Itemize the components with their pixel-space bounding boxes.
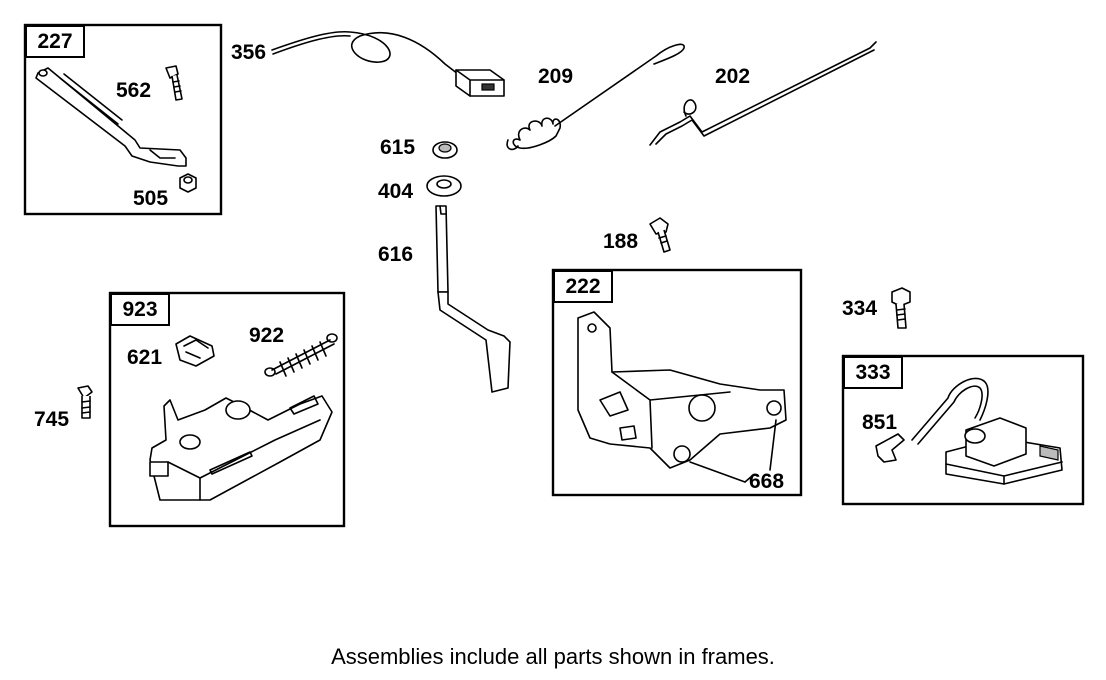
bushing-615-part <box>432 141 458 159</box>
frame-label-923: 923 <box>110 293 170 326</box>
control-bracket-923-part <box>149 395 333 501</box>
leader-line-668 <box>744 475 753 483</box>
part-number-621: 621 <box>127 346 163 369</box>
frame-227 <box>23 23 223 216</box>
spring-922-part <box>264 333 338 377</box>
part-number-356: 356 <box>231 41 267 64</box>
frame-222 <box>551 268 803 497</box>
part-number-505: 505 <box>133 187 169 210</box>
part-number-188: 188 <box>603 230 639 253</box>
caption-text: Assemblies include all parts shown in fr… <box>331 644 775 669</box>
frame-label-333: 333 <box>843 356 903 389</box>
part-number-562: 562 <box>116 79 152 102</box>
throttle-link-621-part <box>175 335 215 367</box>
link-rod-202-part <box>649 41 877 146</box>
part-number-615: 615 <box>380 136 416 159</box>
part-number-922: 922 <box>249 324 285 347</box>
bolt-188-part <box>649 217 671 253</box>
ground-wire-part <box>271 30 505 97</box>
frame-label-222: 222 <box>553 270 613 303</box>
part-number-668: 668 <box>749 470 785 493</box>
screw-745-part <box>77 385 93 419</box>
control-bracket-222-part <box>577 311 787 483</box>
part-number-404: 404 <box>378 180 414 203</box>
frame-923 <box>108 291 346 528</box>
clip-851-part <box>875 433 905 463</box>
governor-spring-209-part <box>506 43 685 151</box>
screw-334-part <box>891 287 911 329</box>
washer-404-part <box>426 175 462 197</box>
frame-333 <box>841 354 1085 506</box>
screw-562-part <box>165 65 183 101</box>
part-number-202: 202 <box>715 65 751 88</box>
part-number-745: 745 <box>34 408 70 431</box>
ignition-armature-333-part <box>911 377 1063 485</box>
governor-shaft-616-part <box>435 205 511 393</box>
part-number-616: 616 <box>378 243 414 266</box>
nut-505-part <box>179 173 197 193</box>
governor-lever-part <box>35 67 187 167</box>
frame-label-227: 227 <box>25 25 85 58</box>
part-number-334: 334 <box>842 297 878 320</box>
part-number-209: 209 <box>538 65 574 88</box>
part-number-851: 851 <box>862 411 898 434</box>
